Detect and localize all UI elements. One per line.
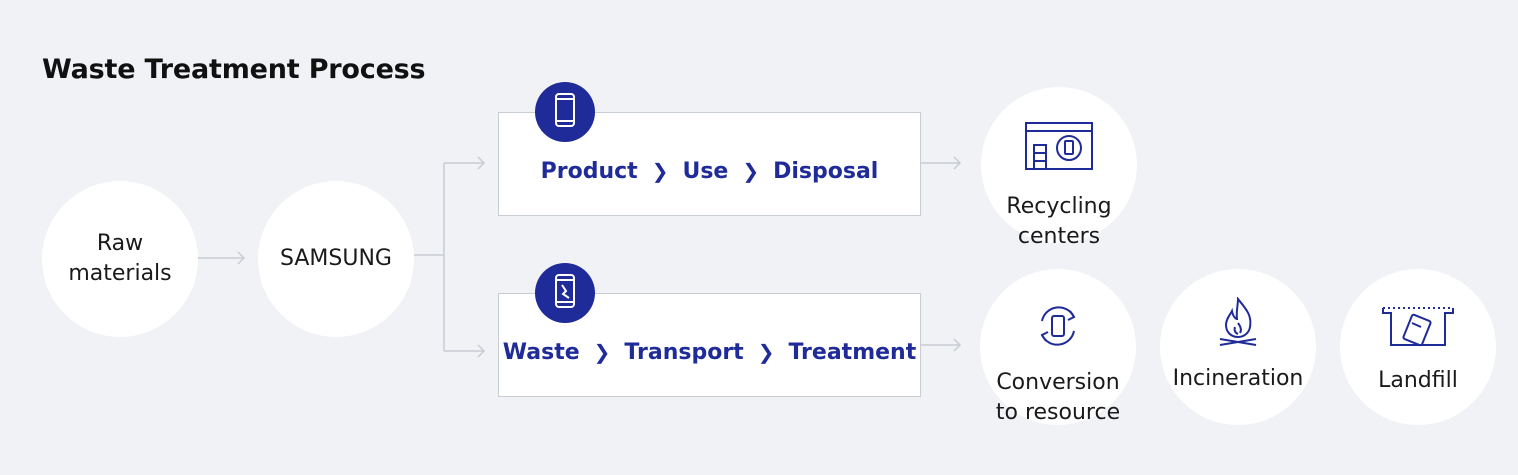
flow-step-disposal: Disposal: [773, 158, 879, 184]
smartphone-badge: [535, 82, 595, 142]
incineration-label: Incineration: [1172, 366, 1304, 391]
conversion-node: Conversion to resource: [980, 269, 1136, 425]
recycling-centers-node: Recycling centers: [981, 87, 1137, 249]
fire-icon: [1218, 296, 1258, 356]
flow-step-transport: Transport: [624, 339, 744, 365]
flow-step-waste: Waste: [502, 339, 580, 365]
flow-step-use: Use: [682, 158, 729, 184]
incineration-node: Incineration: [1160, 269, 1316, 425]
samsung-label: SAMSUNG: [280, 246, 392, 271]
chevron-right-icon: ❯: [757, 340, 775, 364]
recycle-phone-icon: [1034, 303, 1082, 358]
product-flow-box: Product ❯ Use ❯ Disposal: [498, 112, 921, 216]
smartphone-icon: [554, 92, 576, 132]
flow-step-treatment: Treatment: [788, 339, 917, 365]
broken-smartphone-icon: [554, 273, 576, 313]
recycling-center-icon: [1025, 121, 1093, 180]
chevron-right-icon: ❯: [593, 340, 611, 364]
chevron-right-icon: ❯: [742, 159, 760, 183]
conversion-label: Conversion to resource: [995, 370, 1121, 425]
landfill-label: Landfill: [1378, 368, 1458, 393]
landfill-icon: [1381, 305, 1455, 356]
raw-materials-label: Raw materials: [68, 231, 172, 286]
raw-materials-node: Raw materials: [42, 181, 198, 337]
chevron-right-icon: ❯: [651, 159, 669, 183]
samsung-node: SAMSUNG: [258, 181, 414, 337]
flow-step-product: Product: [540, 158, 638, 184]
landfill-node: Landfill: [1340, 269, 1496, 425]
page-title: Waste Treatment Process: [42, 54, 426, 85]
recycling-centers-label: Recycling centers: [1006, 194, 1112, 249]
broken-smartphone-badge: [535, 263, 595, 323]
